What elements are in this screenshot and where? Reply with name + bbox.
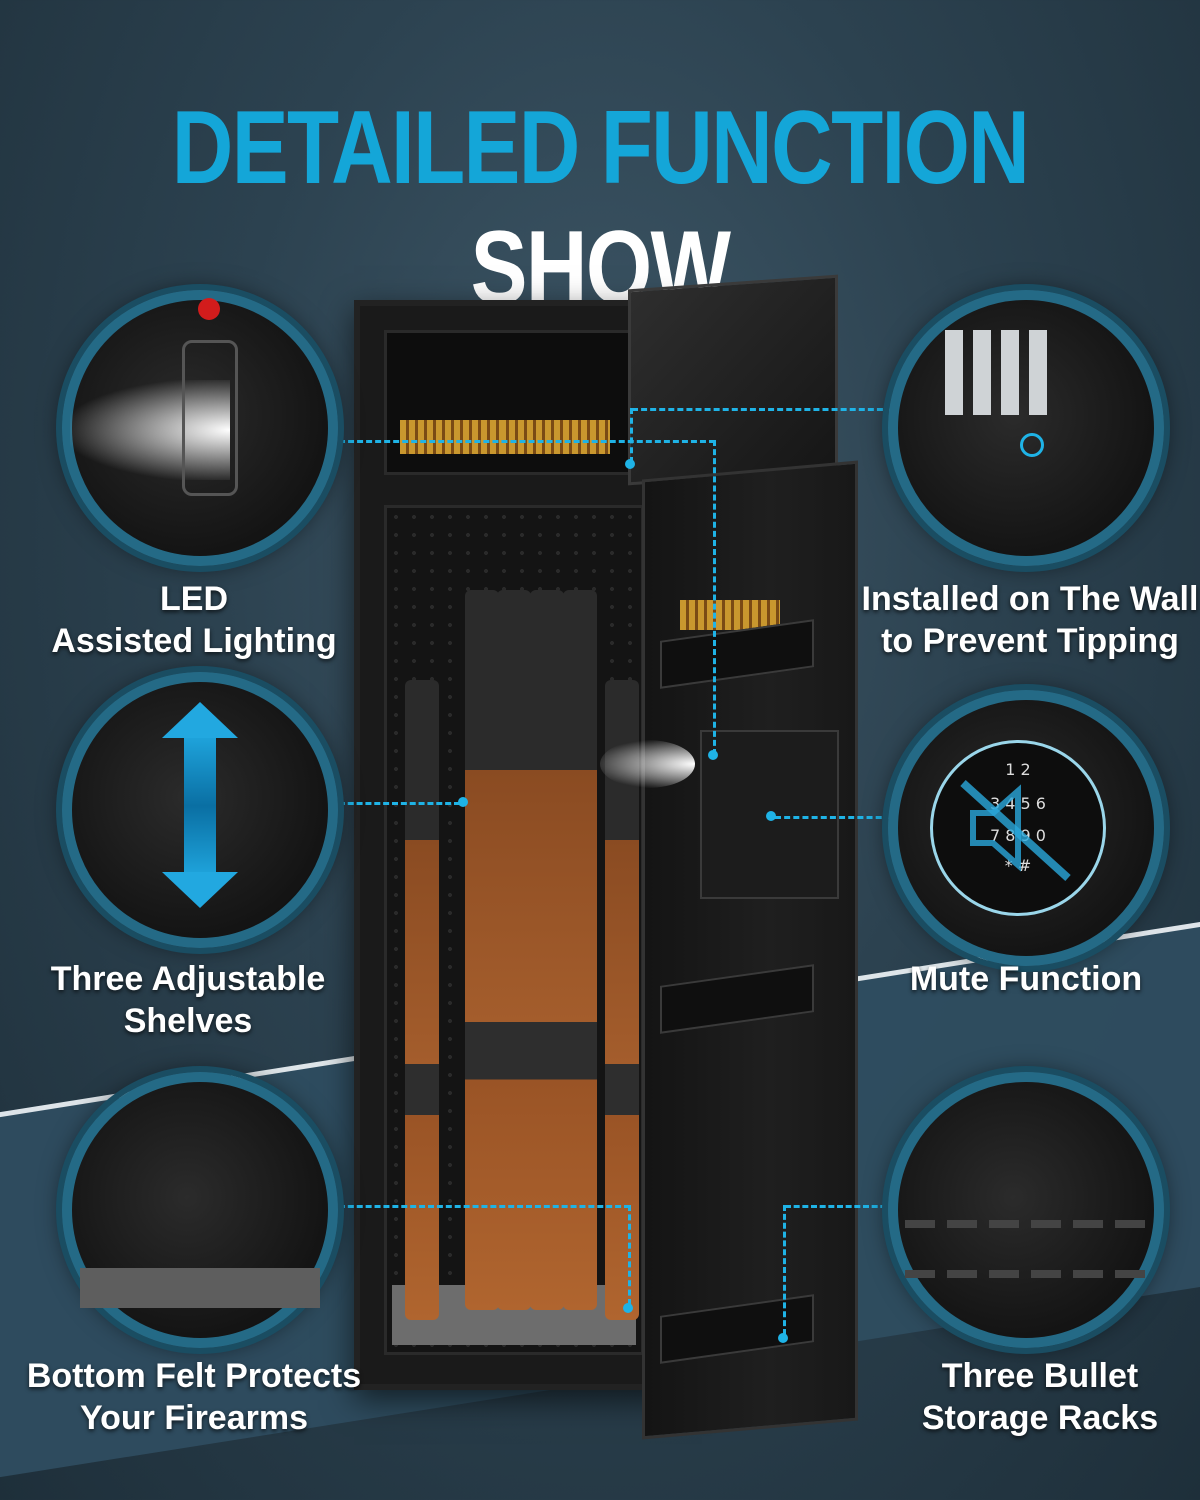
callout-line [330,802,460,805]
anchor-bolts-icon [945,330,1055,415]
callout-line [330,1205,630,1208]
page-title: DETAILED FUNCTION SHOW [108,88,1092,328]
led-label-line2: Assisted Lighting [51,622,337,660]
rack-slots-icon [905,1270,1145,1278]
keypad-digits-icon: 1 2 3 4 5 6 7 8 9 0 * # [960,760,1071,881]
callout-dot [458,797,468,807]
bullets [680,600,780,630]
racks-label-line1: Three Bullet [941,1357,1139,1395]
callout-dot [623,1303,633,1313]
felt-label: Bottom Felt Protects Your Firearms [14,1355,374,1439]
led-beam-icon [70,380,230,480]
shelves-label-line2: Shelves [123,1002,253,1040]
callout-line [783,1205,786,1335]
callout-dot [766,811,776,821]
callout-line [330,440,715,443]
wall-label: Installed on The Wall to Prevent Tipping [850,578,1200,662]
rifle [405,680,439,1320]
arrow-down-icon [162,872,238,908]
arrow-up-icon [162,702,238,738]
mute-label-line1: Mute Function [909,960,1143,998]
racks-label-line2: Storage Racks [921,1399,1159,1437]
led-fixture-icon [182,340,238,496]
callout-line [632,408,892,411]
felt-label-line1: Bottom Felt Protects [26,1357,362,1395]
magazines [500,420,610,454]
shelves-label-line1: Three Adjustable [50,960,326,998]
mute-label: Mute Function [846,958,1200,1000]
racks-label: Three Bullet Storage Racks [860,1355,1200,1439]
callout-dot [778,1333,788,1343]
title-accent: DETAILED FUNCTION [171,90,1030,206]
red-button-icon [198,298,220,320]
rifle [530,590,564,1310]
shelves-label: Three Adjustable Shelves [8,958,368,1042]
callout-dot [708,750,718,760]
callout-line [628,1205,631,1305]
rifle [465,590,499,1310]
racks-detail-circle [888,1072,1164,1348]
magazines [400,420,500,454]
mount-hole-icon [1020,433,1044,457]
felt-surface-icon [80,1268,320,1308]
callout-line [713,440,716,755]
led-label: LED Assisted Lighting [14,578,374,662]
keypad-icon: 1 2 3 4 5 6 7 8 9 0 * # [930,740,1106,916]
rifle [563,590,597,1310]
rack-slots-icon [905,1220,1145,1228]
top-door [628,274,838,486]
callout-line [775,816,900,819]
svg-text:1 2: 1 2 [1005,760,1030,779]
arrow-shaft-icon [184,736,216,876]
callout-line [630,408,633,463]
felt-label-line2: Your Firearms [79,1399,308,1437]
led-label-line1: LED [160,580,228,618]
callout-dot [625,459,635,469]
led-light-glow [600,740,695,788]
rifle [497,590,531,1310]
callout-line [785,1205,895,1208]
wall-label-line1: Installed on The Wall [861,580,1199,618]
wall-label-line2: to Prevent Tipping [881,622,1179,660]
